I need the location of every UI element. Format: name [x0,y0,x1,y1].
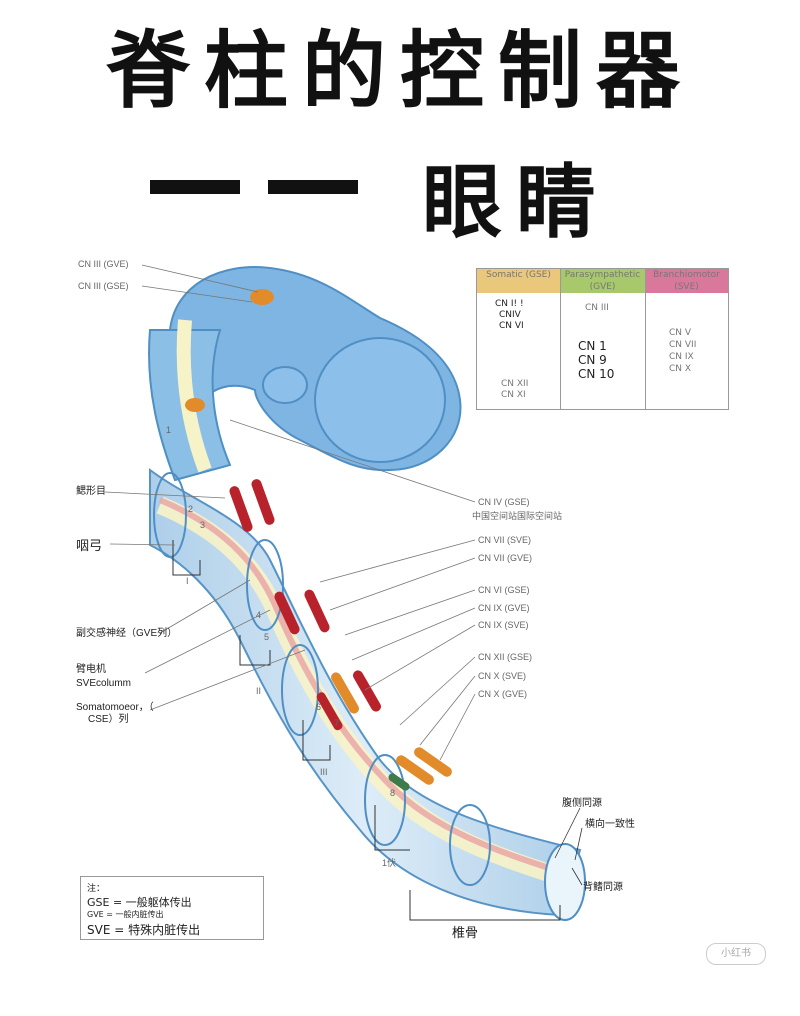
table-cell: CN 9 [578,353,614,367]
label-somato2: CSE）列 [88,712,129,725]
segment-6: 6 [316,702,321,712]
label-somato1: Somatomoeor，（ [76,701,154,713]
table-header-somatic: Somatic (GSE) [477,269,560,293]
notes-sve: SVE = 特殊内脏传出 [87,921,200,938]
table-cell: CN VI [495,321,524,332]
label-cn4-gse: CN IV (GSE) [478,497,530,507]
label-cn7-gve: CN VII (GVE) [478,553,532,563]
label-cn9-gve: CN IX (GVE) [478,603,530,613]
table-cell: CNIV [495,310,524,321]
notes-gse: GSE = 一般躯体传出 [87,894,192,910]
segment-7: 7 [334,718,339,728]
label-cn10-gve: CN X (GVE) [478,689,527,699]
label-cn6-gse: CN VI (GSE) [478,585,530,595]
table-cell: CN VII [669,339,696,351]
table-cell: CN XII [501,379,528,390]
label-cn3-gve: CN III (GVE) [78,259,129,269]
embryo-eye [315,338,445,462]
label-parasym: 副交感神经（GVE列） [76,626,177,639]
label-cn10-sve: CN X (SVE) [478,671,526,681]
label-ventral: 腹侧同源 [562,796,602,809]
notes-head: 注： [87,881,105,894]
segment-1: 1 [166,425,171,435]
table-cell: CN XI [501,390,528,401]
label-small-note: 中国空间站国际空间站 [472,510,562,521]
label-gill: 鳃形目 [76,484,106,497]
table-cell: CN X [669,363,696,375]
label-arm2: SVEcolumm [76,678,131,689]
label-cn7-sve: CN VII (SVE) [478,535,531,545]
label-arm1: 臂电机 [76,662,106,675]
label-dorsal: 背鳍同源 [583,880,623,893]
segment-8: 8 [390,788,395,798]
table-header-branchio: Branchiomotor (SVE) [645,269,728,293]
table-header-parasym: Parasympathetic (GVE) [560,269,645,293]
table-cell: CN 1 [578,339,614,353]
table-cell: CN III [585,303,609,313]
segment-5: 5 [264,632,269,642]
notes-box: 注： GSE = 一般躯体传出 GVE = 一般内脏传出 SVE = 特殊内脏传… [80,876,264,940]
roman-2: II [256,686,261,696]
roman-3: III [320,767,328,777]
fu-label: 1伏 [382,857,396,868]
notes-gve: GVE = 一般内脏传出 [87,909,164,920]
segment-3: 3 [200,520,205,530]
label-cn3-gse: CN III (GSE) [78,281,129,291]
label-transverse: 横向一致性 [585,817,635,830]
label-cn12-gse: CN XII (GSE) [478,652,532,662]
spine-label: 椎骨 [452,925,478,940]
embryo-bulge [263,367,307,403]
segment-2: 2 [188,504,193,514]
nerve-type-table: Somatic (GSE) Parasympathetic (GVE) Bran… [476,268,729,410]
watermark: 小红书 [706,943,766,965]
table-cell: CN V [669,327,696,339]
table-cell: CN I! ! [495,299,524,310]
table-cell: CN IX [669,351,696,363]
label-cn9-sve: CN IX (SVE) [478,620,529,630]
roman-1: I [186,576,189,586]
label-pharyngeal: 咽弓 [76,538,102,553]
table-cell: CN 10 [578,367,614,381]
